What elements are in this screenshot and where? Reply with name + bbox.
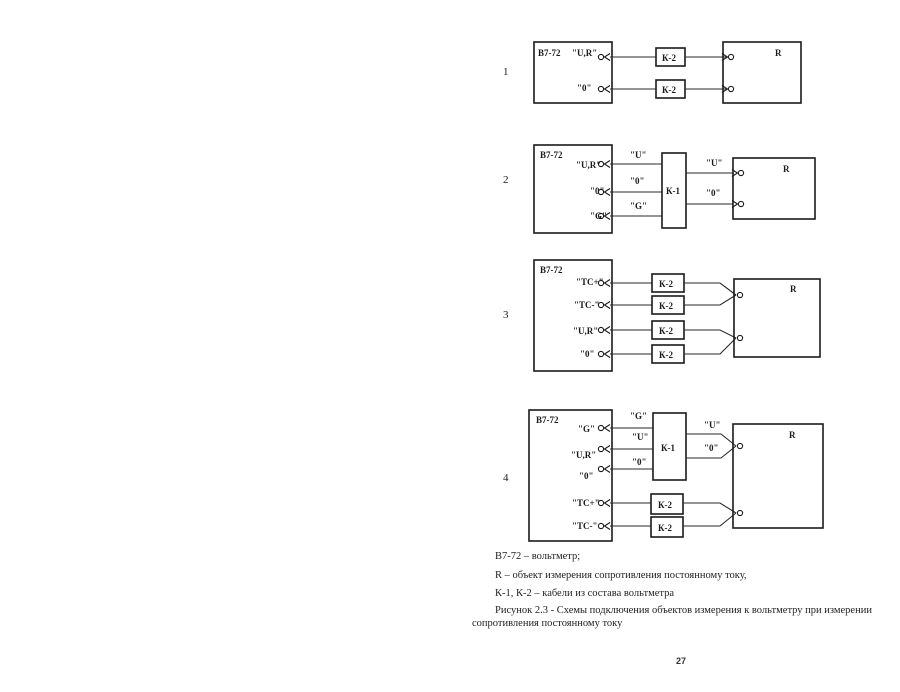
wire-label: "U" bbox=[706, 158, 723, 168]
figure-caption-continued: сопротивления постоянному току bbox=[472, 618, 623, 629]
terminal-icon bbox=[597, 423, 611, 433]
cable-label: К-2 bbox=[658, 500, 673, 510]
terminal-icon bbox=[597, 300, 611, 310]
cable-label: К-2 bbox=[659, 326, 674, 336]
cable-label: К-1 bbox=[666, 186, 681, 196]
terminal-label: "TC+" bbox=[572, 498, 600, 508]
wire-label: "G" bbox=[630, 201, 647, 211]
object-r-box bbox=[732, 423, 824, 529]
cable-k1-box bbox=[652, 412, 687, 481]
voltmeter-label: В7-72 bbox=[538, 48, 561, 58]
page-number: 27 bbox=[676, 656, 687, 666]
terminal-icon bbox=[597, 325, 611, 335]
figure-caption: Рисунок 2.3 - Схемы подключения объектов… bbox=[495, 605, 872, 616]
terminal-label: "U,R" bbox=[571, 450, 596, 460]
scheme-number: 2 bbox=[503, 174, 509, 186]
terminal-label: "0" bbox=[579, 471, 594, 481]
wire-label: "0" bbox=[706, 188, 721, 198]
terminal-label: "TC-" bbox=[574, 300, 600, 310]
scheme-3: 3 В7-72 "TC+" "TC-" "U,R" "0" К-2 К-2 К-… bbox=[503, 259, 821, 372]
scheme-4: 4 В7-72 "G" "U,R" "0" "TC+" "TC-" "G" "U… bbox=[503, 409, 824, 542]
cable-label: К-2 bbox=[659, 279, 674, 289]
cable-label: К-2 bbox=[662, 85, 677, 95]
cable-k1-box bbox=[661, 152, 687, 229]
scheme-2: 2 В7-72 "U,R" "0" "G" "U" "0" "G" К-1 "U… bbox=[503, 144, 816, 234]
terminal-icon bbox=[597, 84, 611, 94]
cable-k2-box bbox=[650, 516, 684, 538]
cable-label: К-2 bbox=[659, 301, 674, 311]
terminal-label: "0" bbox=[580, 349, 595, 359]
terminal-icon bbox=[597, 521, 611, 531]
cable-label: К-1 bbox=[661, 443, 676, 453]
terminal-label: "U,R" bbox=[572, 48, 597, 58]
voltmeter-label: В7-72 bbox=[536, 415, 559, 425]
legend-item: К-1, К-2 – кабели из состава вольтметра bbox=[495, 588, 675, 599]
object-label: R bbox=[790, 284, 797, 294]
scheme-1: 1 В7-72 "U,R" "0" К-2 К-2 R bbox=[503, 41, 802, 104]
object-r-box bbox=[733, 278, 821, 358]
object-label: R bbox=[775, 48, 782, 58]
wire-label: "U" bbox=[630, 150, 647, 160]
cable-label: К-2 bbox=[659, 350, 674, 360]
terminal-label: "TC-" bbox=[572, 521, 598, 531]
terminal-icon bbox=[736, 291, 744, 299]
terminal-icon bbox=[736, 442, 744, 450]
cable-k2-box bbox=[650, 493, 684, 515]
terminal-label: "G" bbox=[578, 424, 595, 434]
voltmeter-box bbox=[533, 144, 613, 234]
terminal-icon bbox=[736, 334, 744, 342]
wire-label: "0" bbox=[704, 443, 719, 453]
voltmeter-box bbox=[528, 409, 613, 542]
terminal-label: "0" bbox=[590, 186, 605, 196]
terminal-icon bbox=[597, 52, 611, 62]
terminal-label: "TC+" bbox=[576, 277, 604, 287]
voltmeter-label: В7-72 bbox=[540, 150, 563, 160]
wire-label: "U" bbox=[632, 432, 649, 442]
terminal-label: "U,R" bbox=[573, 326, 598, 336]
terminal-icon bbox=[597, 349, 611, 359]
terminal-icon bbox=[736, 509, 744, 517]
scheme-number: 1 bbox=[503, 66, 509, 78]
wire-label: "G" bbox=[630, 411, 647, 421]
object-label: R bbox=[783, 164, 790, 174]
cable-label: К-2 bbox=[658, 523, 673, 533]
legend-item: В7-72 – вольтметр; bbox=[495, 551, 581, 562]
voltmeter-box bbox=[533, 259, 613, 372]
voltmeter-box bbox=[533, 41, 613, 104]
terminal-label: "U,R" bbox=[576, 160, 601, 170]
legend-item: R – объект измерения сопротивления посто… bbox=[495, 570, 747, 581]
wire-label: "0" bbox=[632, 457, 647, 467]
object-r-box bbox=[732, 157, 816, 220]
scheme-number: 4 bbox=[503, 472, 509, 484]
wire-label: "0" bbox=[630, 176, 645, 186]
wire-label: "U" bbox=[704, 420, 721, 430]
cable-label: К-2 bbox=[662, 53, 677, 63]
terminal-label: "0" bbox=[577, 83, 592, 93]
scheme-number: 3 bbox=[503, 309, 509, 321]
terminal-icon bbox=[597, 464, 611, 474]
terminal-icon bbox=[597, 444, 611, 454]
object-label: R bbox=[789, 430, 796, 440]
voltmeter-label: В7-72 bbox=[540, 265, 563, 275]
terminal-icon bbox=[597, 498, 611, 508]
object-r-box bbox=[722, 41, 802, 104]
